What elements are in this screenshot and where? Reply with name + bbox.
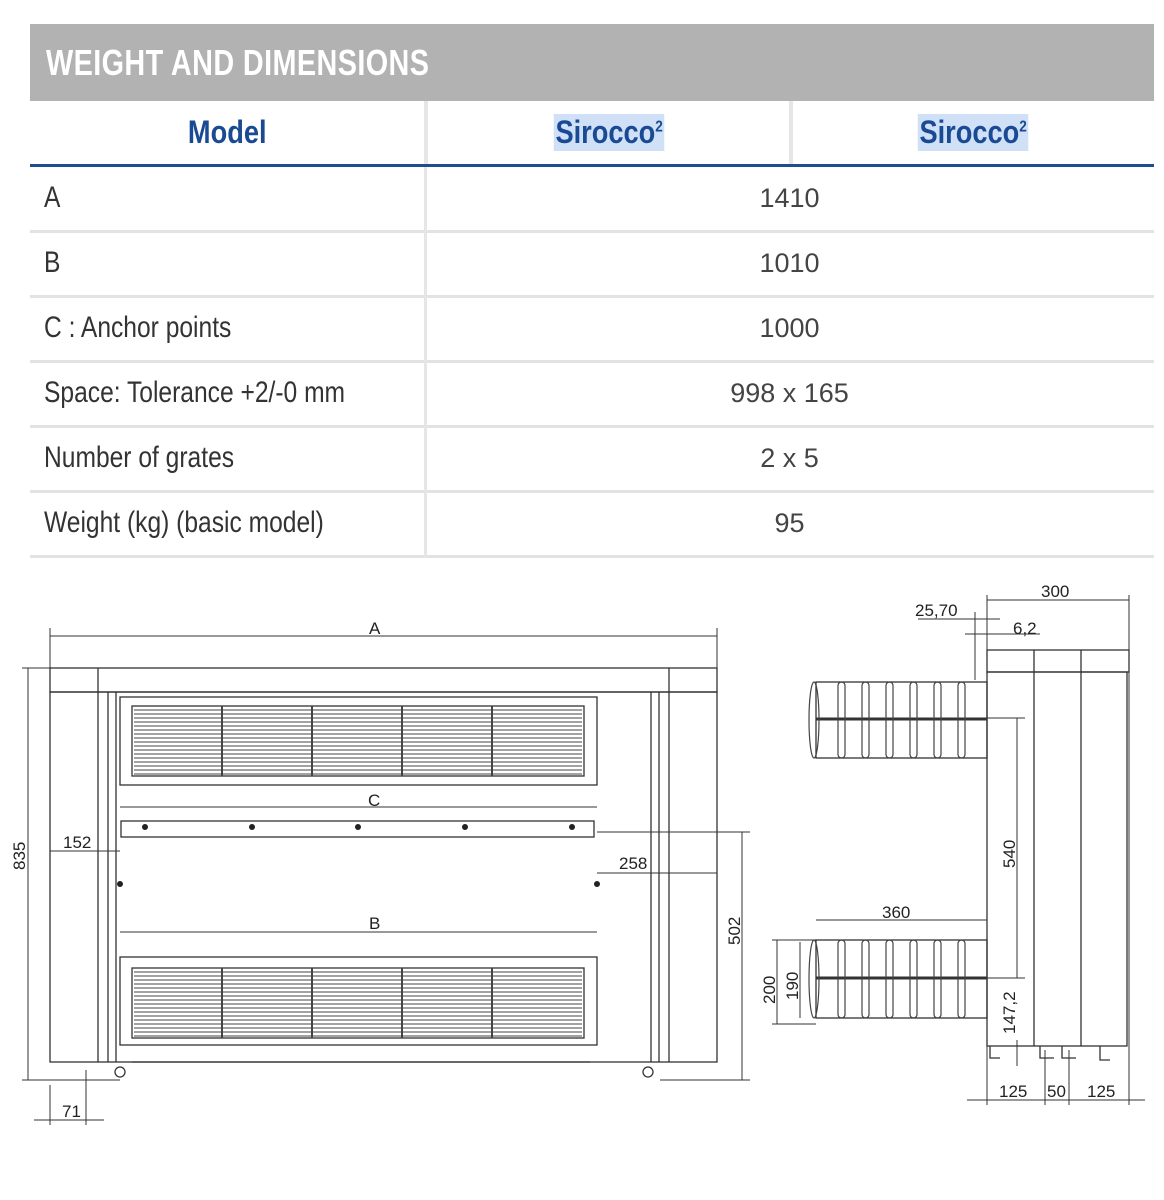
divider <box>424 427 427 493</box>
front-view <box>49 667 718 1078</box>
grilles <box>134 706 582 1038</box>
dim-835: 835 <box>10 842 29 870</box>
dim-502: 502 <box>725 917 744 945</box>
dim-125-left: 125 <box>999 1082 1027 1101</box>
table-row: B 1010 <box>30 232 1154 298</box>
dim-200: 200 <box>760 976 779 1004</box>
table-row: Weight (kg) (basic model) 95 <box>30 492 1154 558</box>
row-value: 1410 <box>759 183 820 213</box>
dim-71: 71 <box>62 1102 81 1121</box>
divider <box>424 101 428 164</box>
dim-300: 300 <box>1041 582 1069 601</box>
section-header: WEIGHT AND DIMENSIONS <box>30 24 1154 101</box>
header-model: Model <box>188 114 267 150</box>
row-value: 95 <box>774 508 805 538</box>
divider <box>424 297 427 363</box>
row-label: A <box>44 181 61 214</box>
divider <box>424 167 427 233</box>
duct-ribs <box>808 681 966 1019</box>
dim-b: B <box>369 914 380 933</box>
dim-6-2: 6,2 <box>1013 619 1037 638</box>
header-sirocco-1: Sirocco2 <box>428 101 790 164</box>
table-header: Model Sirocco2 Sirocco2 <box>30 101 1154 167</box>
row-value: 998 x 165 <box>730 378 849 408</box>
side-dimension-lines <box>772 595 1145 1105</box>
dim-a: A <box>369 619 381 638</box>
row-value: 1010 <box>759 248 820 278</box>
dim-147-2: 147,2 <box>1000 991 1019 1034</box>
dim-360: 360 <box>882 903 910 922</box>
divider <box>424 492 427 558</box>
side-view <box>815 649 1130 1061</box>
divider <box>789 101 793 164</box>
dim-540: 540 <box>1000 840 1019 868</box>
header-text: Sirocco <box>919 114 1020 150</box>
row-label: Number of grates <box>44 441 235 474</box>
table-row: Space: Tolerance +2/-0 mm 998 x 165 <box>30 362 1154 428</box>
table-row: Number of grates 2 x 5 <box>30 427 1154 493</box>
divider <box>424 362 427 428</box>
table-row: C : Anchor points 1000 <box>30 297 1154 363</box>
header-text: Sirocco <box>555 114 656 150</box>
row-value: 2 x 5 <box>760 443 819 473</box>
row-label: B <box>44 246 61 279</box>
dim-258: 258 <box>619 854 647 873</box>
row-label: C : Anchor points <box>44 311 232 344</box>
dim-125-right: 125 <box>1087 1082 1115 1101</box>
dim-50: 50 <box>1047 1082 1066 1101</box>
table-row: A 1410 <box>30 167 1154 233</box>
row-label: Space: Tolerance +2/-0 mm <box>44 376 346 409</box>
header-sup: 2 <box>655 118 663 136</box>
row-value: 1000 <box>759 313 820 343</box>
dim-c: C <box>368 791 380 810</box>
section-title: WEIGHT AND DIMENSIONS <box>46 42 430 83</box>
anchor-points <box>117 824 600 887</box>
divider <box>424 232 427 298</box>
front-dimension-lines <box>22 628 750 1125</box>
dim-25-70: 25,70 <box>915 601 958 620</box>
row-label: Weight (kg) (basic model) <box>44 506 324 539</box>
dim-190: 190 <box>783 972 802 1000</box>
header-sup: 2 <box>1019 118 1028 136</box>
header-sirocco-2: Sirocco2 <box>793 101 1154 164</box>
dim-152: 152 <box>63 833 91 852</box>
